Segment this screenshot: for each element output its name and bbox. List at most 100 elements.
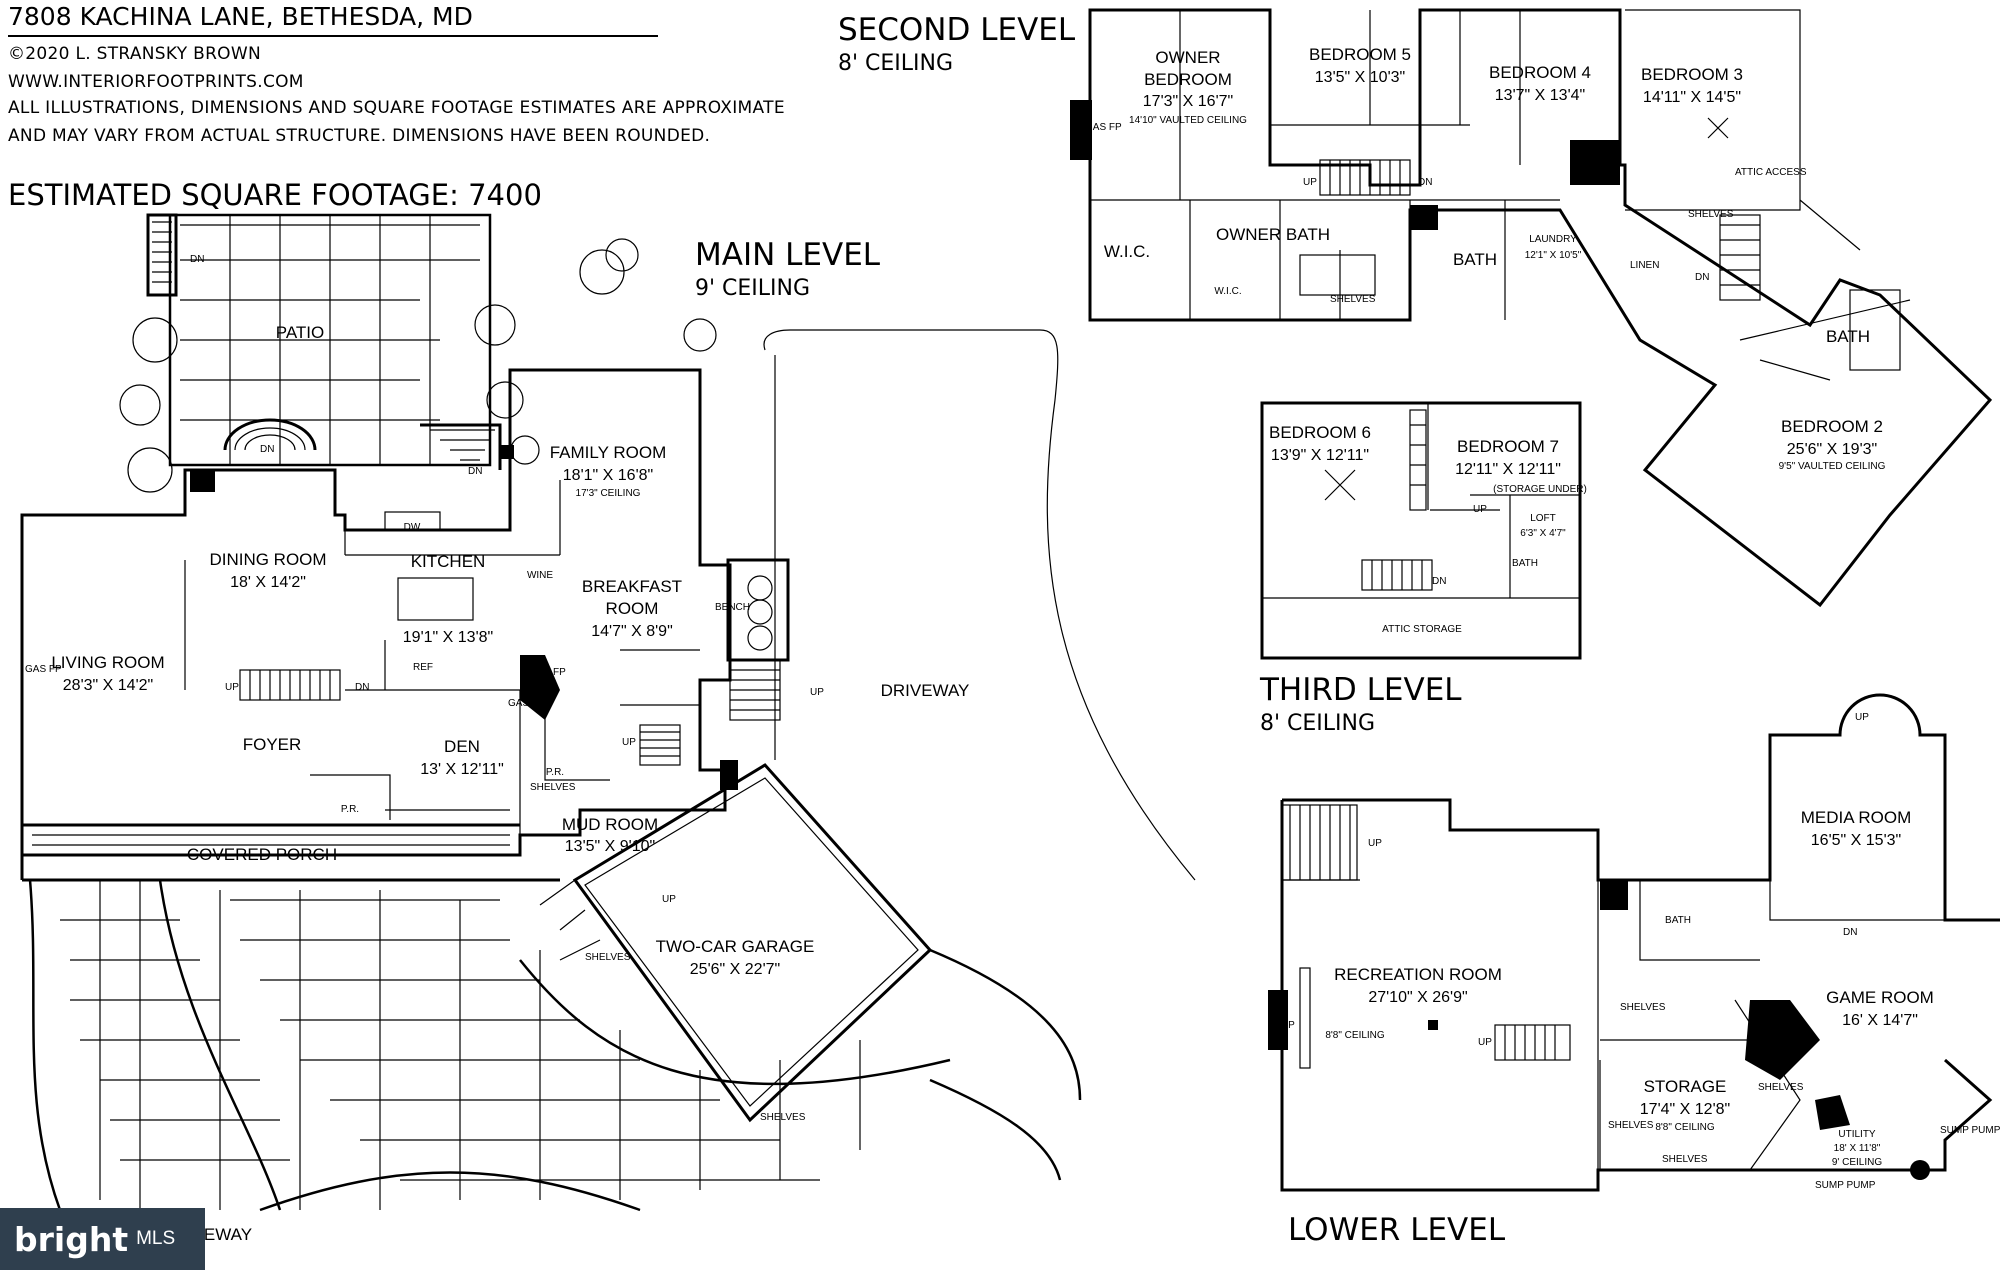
second-level-plan <box>1070 8 1993 608</box>
refrigerator-label: REF <box>413 662 433 673</box>
utility-label: UTILITY <box>1838 1129 1876 1140</box>
lower-fp-label: FP <box>1282 1020 1295 1031</box>
bedroom-6-dims: 13'9" X 12'11" <box>1271 447 1369 464</box>
second-stairs-up: UP <box>1303 177 1317 188</box>
recreation-room-dims: 27'10" X 26'9" <box>1368 989 1467 1006</box>
utility-dims: 18' X 11'8" <box>1834 1143 1881 1154</box>
loft-stairs-up: UP <box>1473 504 1487 515</box>
lower-shelves-label-2: SHELVES <box>1662 1154 1708 1165</box>
bedroom-3-label: BEDROOM 3 <box>1641 65 1743 84</box>
patio-steps-dn: DN <box>260 444 274 455</box>
owner-bedroom-ceiling: 14'10" VAULTED CEILING <box>1129 115 1247 126</box>
garage-shelves-label-1: SHELVES <box>585 952 631 963</box>
mud-stairs-up: UP <box>622 737 636 748</box>
third-level-title: THIRD LEVEL <box>1259 672 1462 708</box>
attic-storage-label: ATTIC STORAGE <box>1382 624 1462 635</box>
game-room-label: GAME ROOM <box>1826 988 1934 1007</box>
living-room-dims: 28'3" X 14'2" <box>63 677 153 694</box>
foyer-stairs-up: UP <box>225 682 239 693</box>
patio-stairs-dn: DN <box>190 254 204 265</box>
laundry-label: LAUNDRY <box>1529 234 1577 245</box>
linen-label: LINEN <box>1630 260 1659 271</box>
bedroom-2-bath-label: BATH <box>1826 327 1870 346</box>
recreation-ceiling-label: 8'8" CEILING <box>1325 1030 1385 1041</box>
bedroom-5-label: BEDROOM 5 <box>1309 45 1411 64</box>
website-text: WWW.INTERIORFOOTPRINTS.COM <box>8 72 304 92</box>
main-fp-label: FP <box>553 667 566 678</box>
bench-steps-up: UP <box>810 687 824 698</box>
media-room-label: MEDIA ROOM <box>1801 808 1912 827</box>
bedroom-3-dims: 14'11" X 14'5" <box>1643 89 1741 106</box>
family-room-label: FAMILY ROOM <box>550 443 667 462</box>
copyright-text: ©2020 L. STRANSKY BROWN <box>8 44 261 64</box>
third-stairs-dn: DN <box>1432 576 1446 587</box>
attic-access-label: ATTIC ACCESS <box>1735 167 1807 178</box>
property-address: 7808 KACHINA LANE, BETHESDA, MD <box>8 2 473 31</box>
lower-level-title: LOWER LEVEL <box>1288 1212 1506 1248</box>
lower-bath-label: BATH <box>1665 915 1691 926</box>
breakfast-room-dims: 14'7" X 8'9" <box>591 623 673 640</box>
game-room-dims: 16' X 14'7" <box>1842 1012 1918 1029</box>
owner-gas-fp-label: GAS FP <box>1085 122 1122 133</box>
main-exterior-wall <box>20 368 732 857</box>
disclaimer-line-2: AND MAY VARY FROM ACTUAL STRUCTURE. DIME… <box>8 126 711 146</box>
dishwasher-label: DW <box>404 522 421 533</box>
loft-dims: 6'3" X 4'7" <box>1520 528 1566 539</box>
living-room-label: LIVING ROOM <box>51 653 164 672</box>
storage-dims: 17'4" X 12'8" <box>1640 1101 1730 1118</box>
patio-label: PATIO <box>276 323 325 342</box>
bedroom-2-label: BEDROOM 2 <box>1781 417 1883 436</box>
bedroom-4-dims: 13'7" X 13'4" <box>1495 87 1585 104</box>
second-level-title: SECOND LEVEL <box>838 12 1076 48</box>
living-gas-fp-label: GAS FP <box>25 664 62 675</box>
bench-label: BENCH <box>715 602 750 613</box>
logo-brand: bright <box>14 1219 129 1259</box>
owner-bedroom-label-1: OWNER <box>1155 48 1220 67</box>
third-bath-label: BATH <box>1512 558 1538 569</box>
family-steps-dn: DN <box>468 466 482 477</box>
lower-stairs-up: UP <box>1368 838 1382 849</box>
address-underline <box>8 35 658 37</box>
owner-bath-shelves-label: SHELVES <box>1330 294 1376 305</box>
sump-pump-label-1: SUMP PUMP <box>1940 1125 2000 1136</box>
driveway-label: DRIVEWAY <box>881 681 970 700</box>
square-footage-heading: ESTIMATED SQUARE FOOTAGE: 7400 <box>8 178 542 212</box>
third-level-ceiling: 8' CEILING <box>1260 711 1375 736</box>
family-room-ceiling: 17'3" CEILING <box>576 488 641 499</box>
recreation-room-label: RECREATION ROOM <box>1334 965 1502 984</box>
stair-markers: DN DN DN UP DN UP UP UP UP DN DN DN UP U… <box>190 177 1869 1048</box>
laundry-dims: 12'1" X 10'5" <box>1525 250 1582 261</box>
second-level-ceiling: 8' CEILING <box>838 51 953 76</box>
second-stairs-dn: DN <box>1418 177 1432 188</box>
main-stairs <box>239 659 781 766</box>
garage-label: TWO-CAR GARAGE <box>656 937 815 956</box>
garage-dims: 25'6" X 22'7" <box>690 961 780 978</box>
covered-porch-label: COVERED PORCH <box>187 845 337 864</box>
storage-under-label: (STORAGE UNDER) <box>1493 484 1587 495</box>
hall-bath-label: BATH <box>1453 250 1497 269</box>
wine-label: WINE <box>527 570 553 581</box>
second-shelves-label: SHELVES <box>1688 209 1734 220</box>
landscape-trees <box>119 238 717 493</box>
foyer-stairs-dn: DN <box>355 682 369 693</box>
powder-room-label-1: P.R. <box>546 767 564 778</box>
storage-ceiling-label: 8'8" CEILING <box>1655 1122 1715 1133</box>
utility-ceiling-label: 9' CEILING <box>1832 1157 1882 1168</box>
family-room-dims: 18'1" X 16'8" <box>563 467 653 484</box>
media-steps-up: UP <box>1855 712 1869 723</box>
owner-closet-label-1: W.I.C. <box>1104 242 1150 261</box>
den-dims: 13' X 12'11" <box>420 761 504 778</box>
owner-bedroom-label-2: BEDROOM <box>1144 70 1232 89</box>
kitchen-label: KITCHEN <box>411 552 486 571</box>
bedroom3-stairs-dn: DN <box>1695 272 1709 283</box>
powder-room-label-2: P.R. <box>341 804 359 815</box>
foyer-label: FOYER <box>243 735 302 754</box>
breakfast-room-label-2: ROOM <box>606 599 659 618</box>
walkway-stones <box>28 879 1082 1212</box>
owner-closet-label-2: W.I.C. <box>1214 286 1241 297</box>
rec-stairs-up: UP <box>1478 1037 1492 1048</box>
bedroom-7-label: BEDROOM 7 <box>1457 437 1559 456</box>
logo-suffix: MLS <box>136 1228 176 1249</box>
breakfast-room-label-1: BREAKFAST <box>582 577 682 596</box>
